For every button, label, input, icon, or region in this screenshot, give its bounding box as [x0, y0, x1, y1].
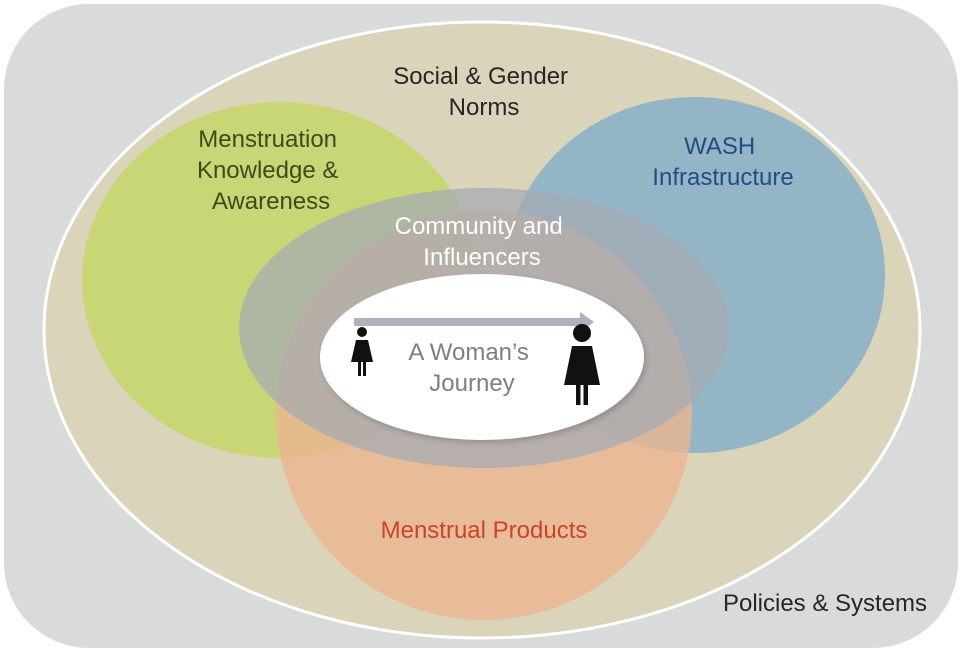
womans-journey-label: A Woman’s Journey — [408, 339, 535, 397]
woman-figure-small-icon — [351, 327, 373, 376]
woman-figure-large-icon — [564, 324, 600, 405]
social-norms-label: Social & Gender Norms — [393, 63, 574, 121]
wash-infrastructure-label: WASH Infrastructure — [652, 133, 793, 191]
womans-journey-ellipse — [320, 274, 644, 440]
menstrual-products-label: Menstrual Products — [381, 517, 588, 544]
knowledge-awareness-label: Menstruation Knowledge & Awareness — [197, 126, 345, 215]
policies-systems-label: Policies & Systems — [723, 590, 927, 617]
community-influencers-label: Community and Influencers — [395, 213, 570, 271]
